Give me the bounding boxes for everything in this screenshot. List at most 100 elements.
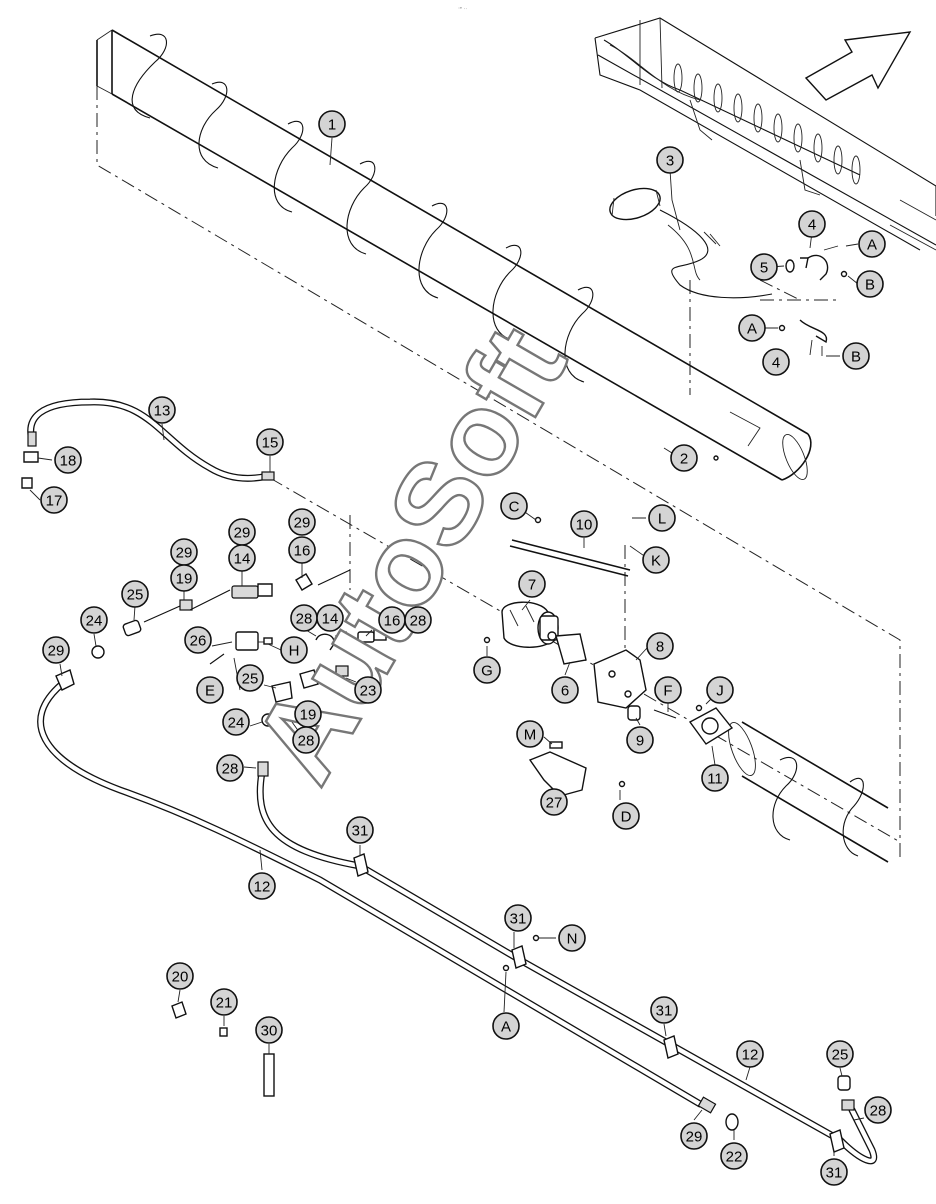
callout-N: N (558, 924, 586, 952)
callout-label: 18 (60, 453, 77, 470)
callout-2: 2 (670, 444, 698, 472)
callout-circle (228, 544, 256, 572)
callout-circle (738, 314, 766, 342)
fittings (91, 569, 387, 727)
callout-D: D (612, 802, 640, 830)
callout-L: L (648, 504, 676, 532)
callout-circle (701, 764, 729, 792)
callout-circle (256, 428, 284, 456)
callout-label: H (289, 643, 300, 660)
callout-1: 1 (318, 110, 346, 138)
callout-31: 31 (820, 1158, 848, 1186)
callout-circle (518, 570, 546, 598)
callout-A: A (738, 314, 766, 342)
callout-circle (210, 988, 238, 1016)
callout-label: 19 (176, 571, 193, 588)
callout-label: A (747, 321, 757, 338)
callout-label: A (867, 237, 877, 254)
callout-circle (762, 348, 790, 376)
callout-circle (500, 492, 528, 520)
callout-label: 19 (300, 707, 317, 724)
callout-8: 8 (646, 632, 674, 660)
callout-circle (184, 626, 212, 654)
hose-12-outer (37, 669, 739, 1131)
callout-13: 13 (148, 396, 176, 424)
callout-E: E (196, 676, 224, 704)
callout-label: 2 (680, 451, 688, 468)
callout-21: 21 (210, 988, 238, 1016)
callout-label: 22 (726, 1149, 743, 1166)
callout-label: B (851, 349, 861, 366)
callout-17: 17 (40, 486, 68, 514)
callout-28: 28 (864, 1096, 892, 1124)
callout-circle (54, 446, 82, 474)
callout-16: 16 (378, 606, 406, 634)
callout-label: L (658, 511, 666, 528)
callout-18: 18 (54, 446, 82, 474)
callout-circle (473, 656, 501, 684)
callout-label: G (481, 663, 493, 680)
callout-label: 25 (127, 587, 144, 604)
callout-circle (540, 788, 568, 816)
callout-circle (646, 632, 674, 660)
callout-A: A (492, 1012, 520, 1040)
callout-circle (680, 1122, 708, 1150)
callout-4: 4 (762, 348, 790, 376)
callout-circle (516, 720, 544, 748)
callout-label: 6 (561, 683, 569, 700)
callout-label: 20 (172, 969, 189, 986)
callout-label: 14 (322, 611, 339, 628)
callout-label: 7 (528, 577, 536, 594)
callout-J: J (706, 676, 734, 704)
callout-G: G (473, 656, 501, 684)
callout-label: 26 (190, 633, 207, 650)
clamp-upper (759, 245, 848, 301)
callout-5: 5 (750, 253, 778, 281)
callout-9: 9 (626, 726, 654, 754)
callout-29: 29 (228, 518, 256, 546)
callout-29: 29 (42, 636, 70, 664)
callout-12: 12 (248, 872, 276, 900)
callout-circle (670, 444, 698, 472)
callout-label: 4 (808, 217, 816, 234)
callout-circle (236, 664, 264, 692)
callout-10: 10 (570, 510, 598, 538)
callout-31: 31 (346, 816, 374, 844)
callout-label: C (509, 499, 520, 516)
callout-label: 4 (772, 355, 780, 372)
callout-circle (166, 962, 194, 990)
callout-circle (42, 636, 70, 664)
end-flight (609, 187, 773, 299)
callout-circle (148, 396, 176, 424)
callout-label: 29 (294, 515, 311, 532)
callout-25: 25 (826, 1040, 854, 1068)
callout-circle (656, 146, 684, 174)
callout-label: 3 (666, 153, 674, 170)
callout-circle (736, 1040, 764, 1068)
callout-29: 29 (680, 1122, 708, 1150)
callout-circle (318, 110, 346, 138)
gasket-6 (555, 633, 587, 665)
callout-3: 3 (656, 146, 684, 174)
callout-28: 28 (292, 726, 320, 754)
callout-label: 21 (216, 995, 233, 1012)
callout-label: 5 (760, 260, 768, 277)
leader-lines (29, 137, 865, 1156)
callout-circle (80, 606, 108, 634)
callout-6: 6 (551, 676, 579, 704)
callout-circle (558, 924, 586, 952)
callout-label: D (621, 809, 632, 826)
callout-label: 29 (176, 545, 193, 562)
callout-circle (222, 708, 250, 736)
callout-circle (292, 726, 320, 754)
callout-24: 24 (222, 708, 250, 736)
callout-25: 25 (236, 664, 264, 692)
callout-30: 30 (255, 1016, 283, 1044)
callout-26: 26 (184, 626, 212, 654)
callout-circle (864, 1096, 892, 1124)
bolt-F (653, 709, 677, 719)
callout-label: 25 (242, 671, 259, 688)
callout-31: 31 (650, 996, 678, 1024)
